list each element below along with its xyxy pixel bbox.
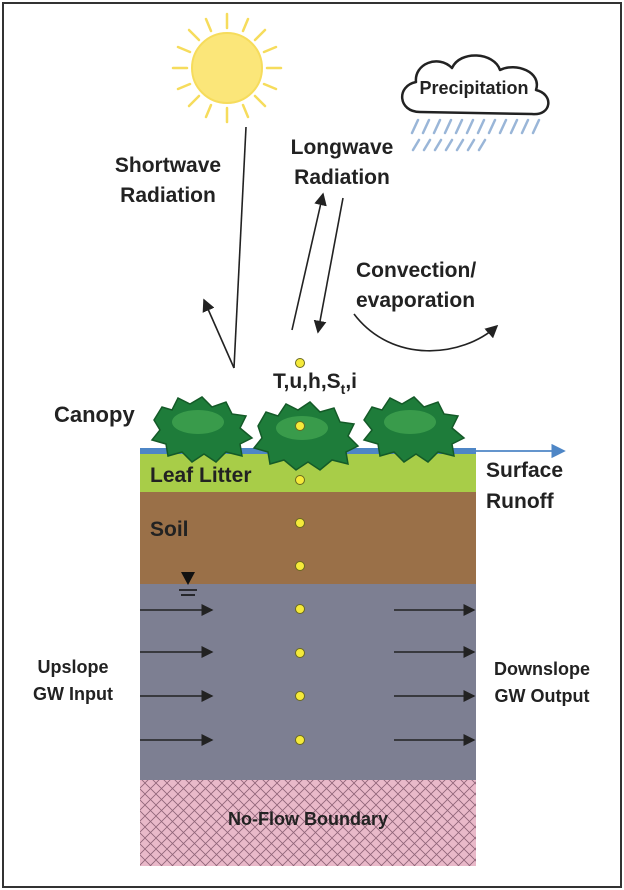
model-node <box>295 561 305 571</box>
convection-arrow <box>353 313 499 352</box>
convection-label-line1: Convection/ <box>356 259 476 282</box>
model-node <box>295 358 305 368</box>
shortwave-label-line1: Shortwave <box>115 154 221 177</box>
model-node <box>295 691 305 701</box>
water-table-icon <box>179 572 197 596</box>
longwave-label-line1: Longwave <box>291 136 394 159</box>
longwave-outgoing-arrow <box>291 192 327 331</box>
canopy-label: Canopy <box>54 402 135 427</box>
shortwave-reflected-arrow <box>202 298 235 369</box>
cloud-icon <box>400 54 550 152</box>
no-flow-boundary-label: No-Flow Boundary <box>228 809 388 829</box>
groundwater-layer <box>140 584 476 780</box>
shortwave-incoming-arrow <box>233 126 247 369</box>
longwave-incoming-arrow <box>313 197 344 334</box>
sun-icon <box>171 12 283 124</box>
model-node <box>295 421 305 431</box>
model-node <box>295 604 305 614</box>
state-variables-label: T,u,h,St,i <box>273 370 357 397</box>
canopy-vegetation <box>150 396 466 471</box>
precipitation-label: Precipitation <box>419 78 528 98</box>
leaf-litter-label: Leaf Litter <box>150 464 252 487</box>
model-node <box>295 518 305 528</box>
upslope-label-line2: GW Input <box>33 684 113 704</box>
model-node <box>295 475 305 485</box>
model-node <box>295 648 305 658</box>
soil-layer <box>140 492 476 584</box>
convection-label-line2: evaporation <box>356 289 475 312</box>
model-node <box>295 735 305 745</box>
downslope-label-line2: GW Output <box>495 686 590 706</box>
upslope-label-line1: Upslope <box>37 657 108 677</box>
surface-runoff-label-line1: Surface <box>486 459 563 482</box>
surface-runoff-label-line2: Runoff <box>486 490 555 513</box>
soil-label: Soil <box>150 518 189 541</box>
longwave-label-line2: Radiation <box>294 166 390 189</box>
no-flow-boundary-layer <box>140 780 476 866</box>
downslope-label-line1: Downslope <box>494 659 590 679</box>
shortwave-label-line2: Radiation <box>120 184 216 207</box>
